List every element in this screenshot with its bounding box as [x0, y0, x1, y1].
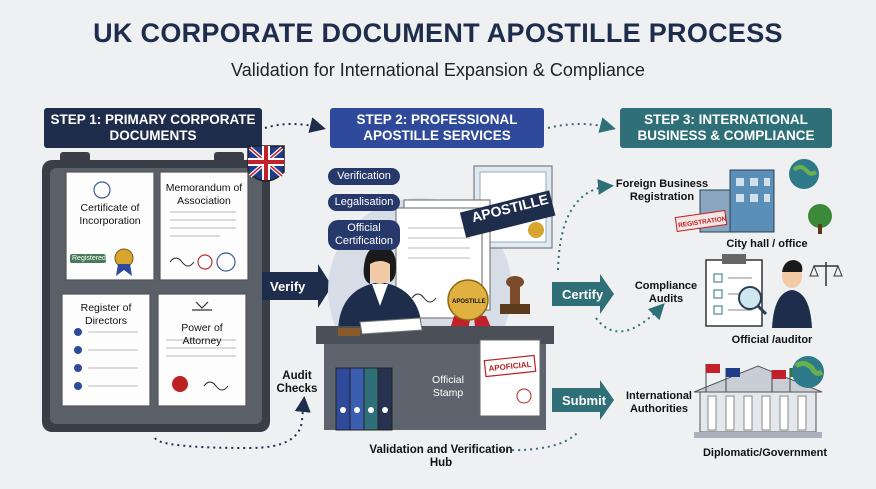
step-3-header: STEP 3: INTERNATIONAL BUSINESS & COMPLIA…: [620, 108, 832, 148]
verify-arrow: [262, 264, 332, 308]
agent-person: [338, 246, 422, 330]
gavel-icon: [338, 328, 360, 336]
destination-compliance-caption: Official /auditor: [731, 334, 813, 346]
verify-label: Verify: [270, 278, 306, 294]
official-stamp-label: Official Stamp: [432, 374, 464, 399]
doc-memorandum: [159, 171, 249, 281]
doc-memorandum-label: Memorandum of Association: [165, 182, 243, 207]
audit-connector: [154, 396, 311, 450]
destination-registration-caption: City hall / office: [726, 238, 808, 250]
binders: [335, 367, 393, 431]
registered-badge: Registered: [72, 255, 106, 262]
hub-label: Validation and Verification Hub: [369, 444, 513, 469]
seal-label: APOSTILLE: [452, 299, 486, 305]
connector-step1-step2: [264, 117, 326, 133]
scales-icon: [809, 262, 843, 286]
connector-compliance: [595, 303, 665, 333]
uk-flag-shield-icon: [247, 145, 285, 182]
service-legalisation: Legalisation: [328, 194, 400, 211]
connector-hub: [499, 431, 579, 452]
registration-sign: [674, 210, 728, 232]
service-verification: Verification: [328, 168, 400, 185]
connector-step2-step3: [547, 117, 616, 133]
doc-power-label: Power of Attorney: [181, 322, 223, 347]
page-subtitle: Validation for International Expansion &…: [231, 60, 645, 80]
globe-icon: [792, 356, 824, 388]
submit-label: Submit: [562, 392, 607, 408]
doc-certificate: [65, 171, 155, 281]
destination-compliance-title: Compliance Audits: [634, 280, 698, 305]
audit-checks-label: Audit Checks: [276, 370, 318, 395]
certify-label: Certify: [562, 286, 604, 302]
step-1-header: STEP 1: PRIMARY CORPORATE DOCUMENTS: [44, 108, 262, 148]
destination-registration-title: Foreign Business Registration: [615, 178, 709, 203]
doc-register: [61, 293, 151, 407]
destination-authorities-caption: Diplomatic/Government: [702, 447, 828, 459]
doc-certificate-label: Certificate of Incorporation: [79, 202, 141, 227]
page-title: UK CORPORATE DOCUMENT APOSTILLE PROCESS: [93, 18, 783, 48]
service-official-certification: Official Certification: [328, 220, 400, 250]
certify-arrow: [552, 274, 614, 314]
destination-authorities-title: International Authorities: [625, 390, 692, 415]
clipboard-icon: [705, 254, 768, 327]
doc-register-label: Register of Directors: [80, 302, 132, 327]
step-2-header: STEP 2: PROFESSIONAL APOSTILLE SERVICES: [330, 108, 544, 148]
connector-registration: [557, 178, 614, 271]
submit-arrow: [552, 380, 614, 420]
auditor-person: [772, 260, 812, 328]
stamped-paper: [479, 339, 541, 417]
doc-power-of-attorney: [157, 293, 247, 407]
apostille-banner: [459, 190, 556, 238]
wooden-stamp-icon: [500, 276, 530, 314]
